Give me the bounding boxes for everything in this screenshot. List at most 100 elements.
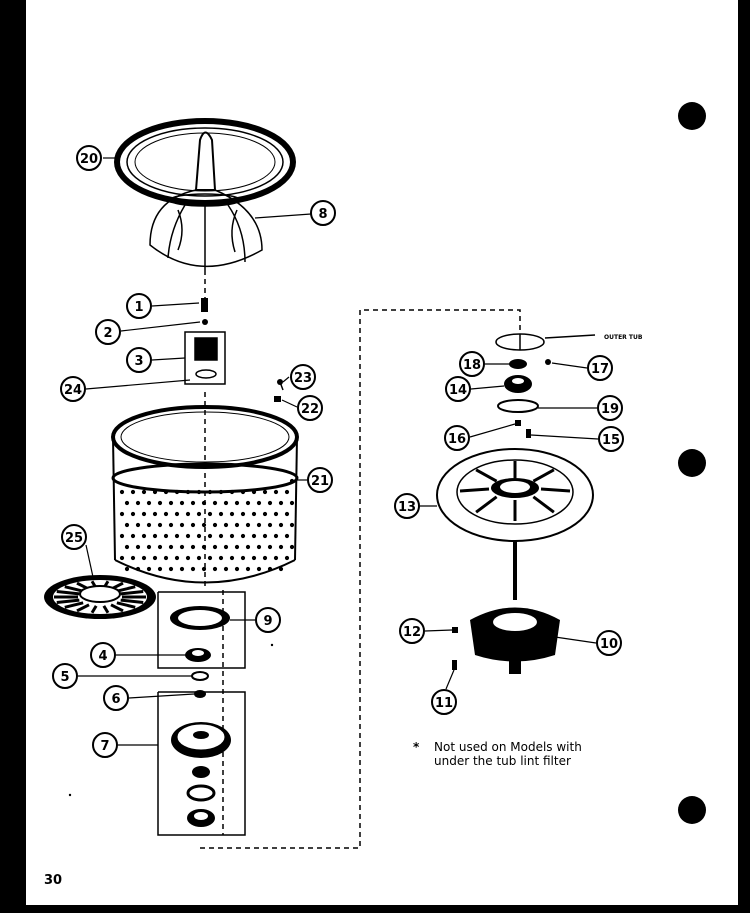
- perforation-dot: [179, 522, 185, 528]
- perforation-dot: [223, 522, 229, 528]
- perforation-dot: [234, 500, 240, 506]
- perforation-dot: [218, 555, 224, 561]
- perforation-dot: [273, 533, 279, 539]
- callout-6: 6: [111, 692, 120, 707]
- callout-18: 18: [463, 358, 481, 373]
- fan-vane: [110, 603, 124, 613]
- callout-19: 19: [601, 402, 619, 417]
- perforation-dot: [273, 555, 279, 561]
- perforation-dot: [284, 511, 290, 517]
- part-2-washer: [202, 319, 208, 325]
- part-9-gasket: [170, 606, 230, 630]
- perforation-dot: [190, 566, 196, 572]
- perforation-dot: [130, 533, 136, 539]
- callout-14: 14: [449, 383, 467, 398]
- perforation-dot: [163, 511, 169, 517]
- ring-spoke: [475, 495, 498, 514]
- perforation-dot: [157, 522, 163, 528]
- perforation-dot: [119, 533, 125, 539]
- callout-3: 3: [134, 354, 143, 369]
- callout-25: 25: [65, 531, 83, 546]
- perforation-dot: [256, 500, 262, 506]
- perforation-dot: [240, 511, 246, 517]
- perforation-dot: [185, 489, 191, 495]
- part-18-washer: [509, 359, 527, 369]
- perforation-dot: [262, 489, 268, 495]
- perforation-dot: [168, 566, 174, 572]
- perforation-dot: [240, 533, 246, 539]
- perforation-dot: [146, 522, 152, 528]
- binder-hole-bottom: [678, 796, 706, 824]
- perforation-dot: [157, 566, 163, 572]
- perforation-dot: [130, 555, 136, 561]
- perforation-dot: [289, 544, 295, 550]
- perforation-dot: [141, 489, 147, 495]
- part-4-seal: [185, 648, 211, 662]
- part-7-hub-assembly: [171, 722, 231, 827]
- perforation-dot: [174, 533, 180, 539]
- perforation-dot: [146, 544, 152, 550]
- perforation-dot: [284, 489, 290, 495]
- fan-vane: [90, 605, 98, 614]
- part-23-screw: [277, 379, 284, 391]
- perforation-dot: [207, 533, 213, 539]
- callout-2: 2: [103, 326, 112, 341]
- perforation-dot: [179, 500, 185, 506]
- perforation-dot: [262, 533, 268, 539]
- perforation-dot: [229, 555, 235, 561]
- part-10-transmission: [470, 540, 560, 674]
- perforation-dot: [262, 511, 268, 517]
- callout-15: 15: [602, 433, 620, 448]
- fan-vane: [56, 598, 80, 604]
- perforation-dot: [218, 511, 224, 517]
- part-12-nut: [452, 627, 458, 633]
- perforation-dot: [240, 555, 246, 561]
- mark-dot: [68, 793, 72, 797]
- perforation-dot: [174, 489, 180, 495]
- perforation-dot: [124, 522, 130, 528]
- perforation-dot: [284, 555, 290, 561]
- perforation-dot: [119, 489, 125, 495]
- perforation-dot: [267, 522, 273, 528]
- perforation-dot: [207, 555, 213, 561]
- fan-vane: [102, 605, 110, 614]
- callout-7: 7: [100, 739, 109, 754]
- perforation-dot: [124, 500, 130, 506]
- perforation-dot: [130, 511, 136, 517]
- perforation-dot: [201, 500, 207, 506]
- perforation-dot: [179, 566, 185, 572]
- perforation-dot: [267, 566, 273, 572]
- perforation-dot: [130, 489, 136, 495]
- callout-21: 21: [311, 474, 329, 489]
- perforation-dot: [234, 566, 240, 572]
- ring-spoke: [475, 468, 498, 483]
- perforation-dot: [190, 522, 196, 528]
- ring-spoke: [532, 468, 555, 483]
- perforation-dot: [196, 489, 202, 495]
- group-box-upper: [157, 591, 246, 669]
- perforation-dot: [179, 544, 185, 550]
- perforation-dot: [278, 544, 284, 550]
- perforation-dot: [152, 533, 158, 539]
- callout-10: 10: [600, 637, 618, 652]
- perforation-dot: [196, 555, 202, 561]
- perforation-dot: [229, 489, 235, 495]
- footnote-line-2: under the tub lint filter: [434, 754, 571, 768]
- ring-spoke: [459, 487, 490, 493]
- diagram-sheet: [26, 0, 738, 905]
- perforation-dot: [146, 500, 152, 506]
- callout-9: 9: [263, 614, 272, 629]
- perforation-dot: [196, 533, 202, 539]
- part-21-basket: [111, 405, 299, 584]
- perforation-dot: [119, 555, 125, 561]
- perforation-dot: [212, 500, 218, 506]
- fan-vane: [56, 590, 80, 596]
- perforation-dot: [212, 544, 218, 550]
- perforation-dot: [273, 511, 279, 517]
- callout-17: 17: [591, 362, 609, 377]
- perforation-dot: [135, 566, 141, 572]
- perforation-dot: [273, 489, 279, 495]
- perforation-dot: [185, 533, 191, 539]
